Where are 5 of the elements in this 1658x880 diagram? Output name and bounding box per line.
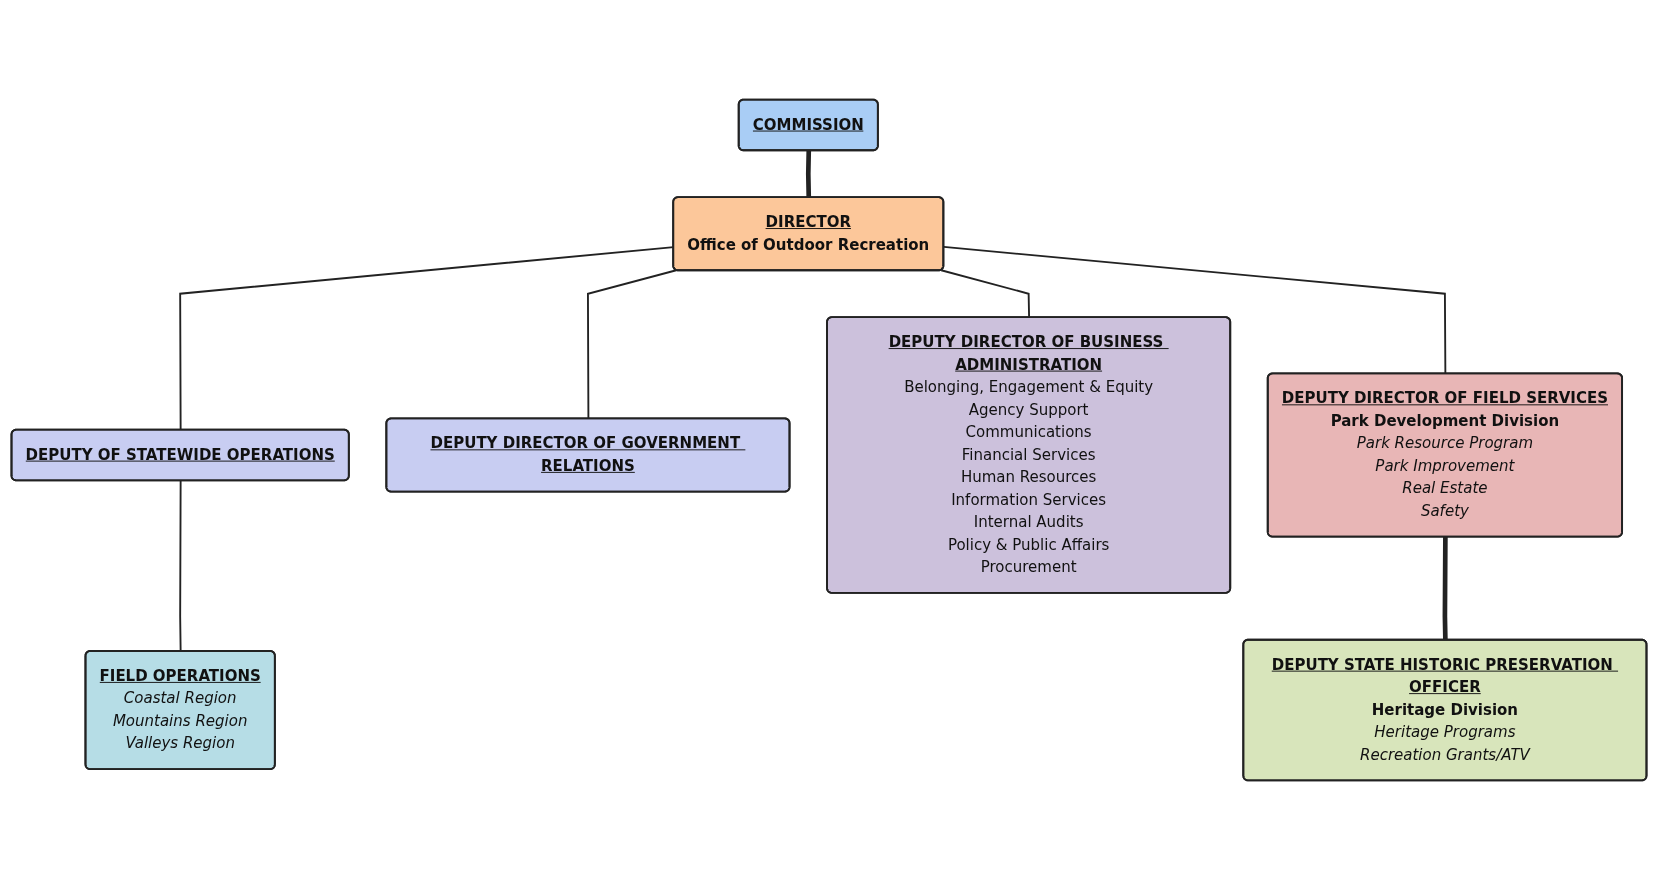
connector [1442,537,1448,641]
connector [805,150,812,198]
connector [940,269,1031,319]
connector [942,246,1447,375]
connector [587,269,678,420]
